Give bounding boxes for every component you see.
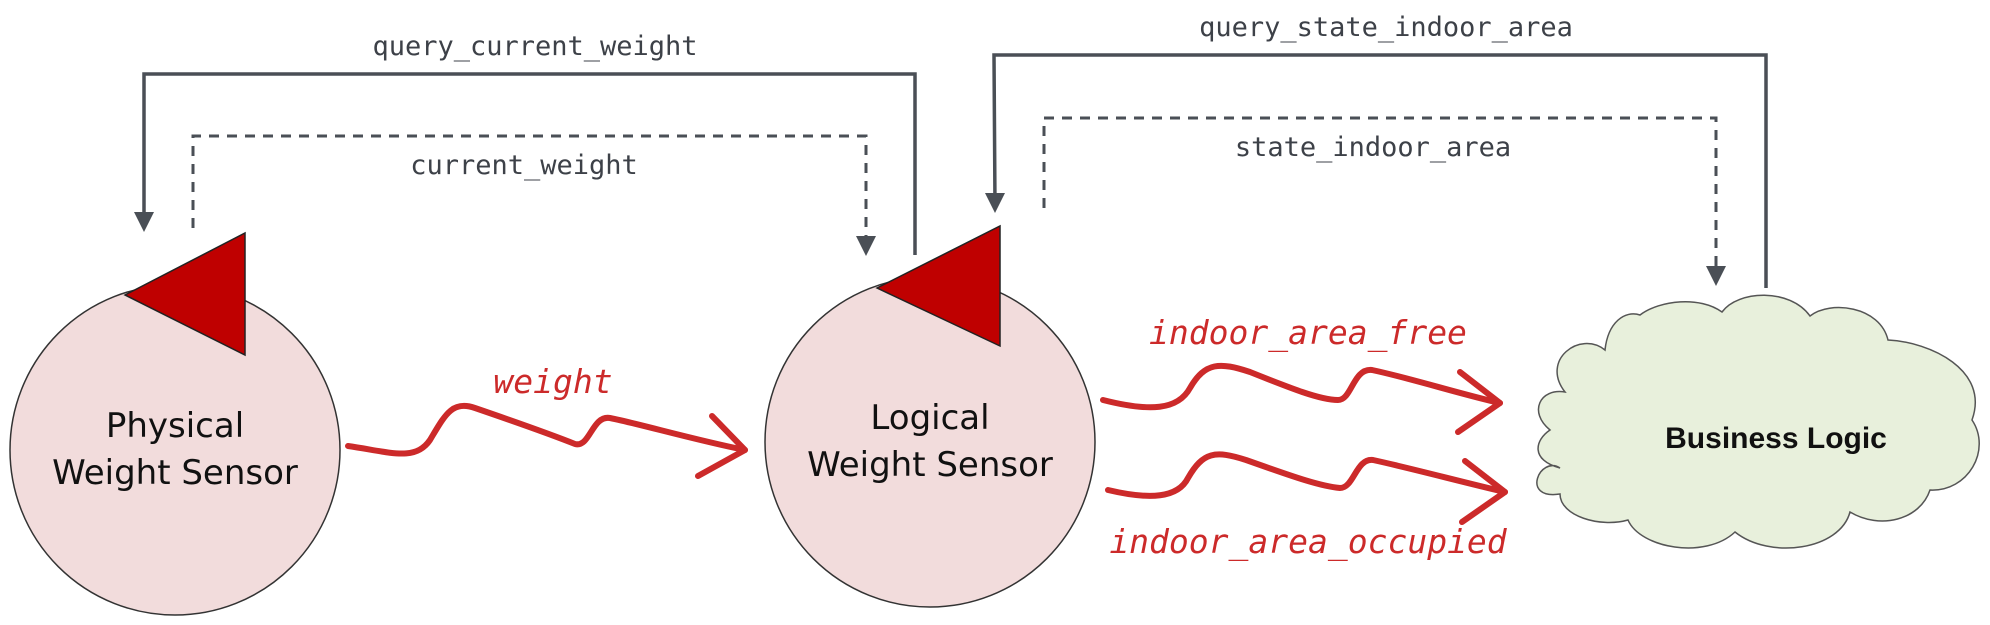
query-state-indoor-area-arrow bbox=[985, 53, 1768, 288]
state-indoor-area-arrow bbox=[1042, 116, 1726, 286]
physical-weight-sensor-node: Physical Weight Sensor bbox=[9, 231, 341, 616]
business-logic-cloud: Business Logic bbox=[1536, 294, 1980, 549]
state-indoor-area-label: state_indoor_area bbox=[1235, 132, 1511, 163]
logical-sensor-label-line1: Logical bbox=[870, 398, 989, 438]
trigger-triangle-icon bbox=[123, 231, 246, 357]
query-current-weight-label: query_current_weight bbox=[372, 31, 697, 62]
current-weight-label: current_weight bbox=[410, 150, 638, 181]
business-logic-label: Business Logic bbox=[1665, 422, 1887, 455]
logical-sensor-label-line2: Weight Sensor bbox=[807, 445, 1053, 485]
query-current-weight-arrow bbox=[134, 72, 917, 255]
indoor-area-free-signal-arrow bbox=[1100, 362, 1503, 435]
physical-sensor-label-line1: Physical bbox=[106, 406, 244, 446]
query-state-indoor-area-label: query_state_indoor_area bbox=[1199, 12, 1573, 43]
logical-weight-sensor-node: Logical Weight Sensor bbox=[764, 224, 1096, 608]
physical-sensor-label-line2: Weight Sensor bbox=[52, 453, 298, 493]
current-weight-arrow bbox=[191, 134, 876, 256]
weight-signal-arrow bbox=[345, 402, 748, 479]
indoor-area-occupied-signal-arrow bbox=[1105, 451, 1508, 525]
indoor-area-occupied-label: indoor_area_occupied bbox=[1109, 522, 1507, 562]
trigger-triangle-icon bbox=[875, 224, 1001, 348]
indoor-area-free-label: indoor_area_free bbox=[1149, 313, 1467, 353]
weight-signal-label: weight bbox=[493, 362, 612, 401]
